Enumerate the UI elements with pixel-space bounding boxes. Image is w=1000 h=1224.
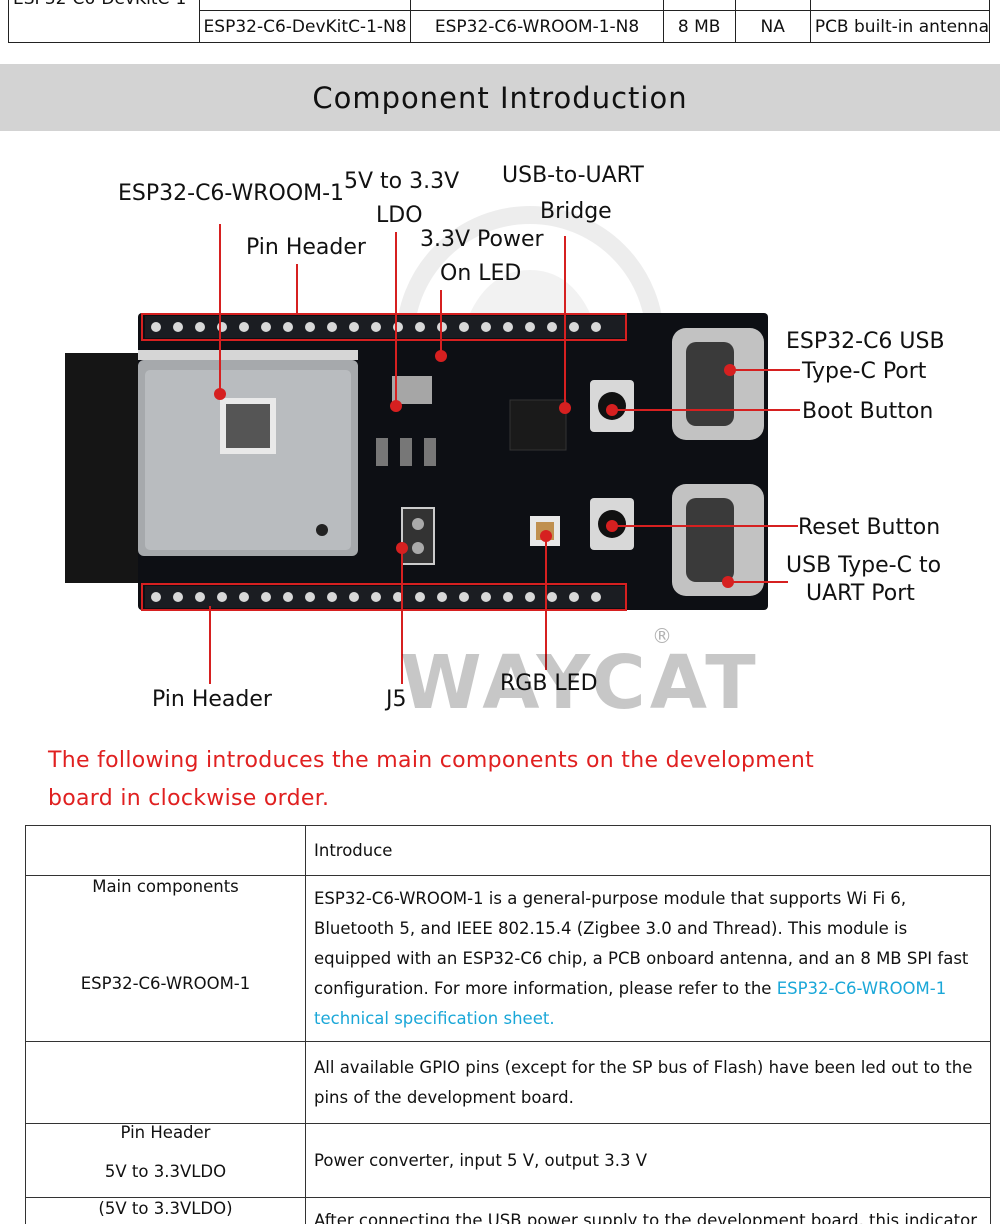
dot-uart-port bbox=[722, 576, 734, 588]
dot-usb-port bbox=[724, 364, 736, 376]
label-ldo-2: LDO bbox=[376, 203, 423, 228]
row1-module-name: ESP32-C6-WROOM-1 bbox=[80, 974, 251, 993]
board-name-cell: ESP32-C6-DevKitC-1 bbox=[8, 0, 200, 43]
row2-name-cell bbox=[25, 1041, 306, 1124]
psram-cell: NA bbox=[734, 10, 811, 43]
row4-name: (5V to 3.3VLDO) bbox=[98, 1199, 233, 1218]
row3-desc: Power converter, input 5 V, output 3.3 V bbox=[305, 1123, 991, 1198]
board-diagram: ESP32-C6-WROOM-1 5V to 3.3V LDO USB-to-U… bbox=[0, 140, 1000, 720]
label-usb-port-1: ESP32-C6 USB bbox=[786, 329, 945, 354]
row1-desc-cell: ESP32-C6-WROOM-1 is a general-purpose mo… bbox=[305, 875, 991, 1042]
leader-j5 bbox=[401, 548, 403, 684]
leader-usb-port bbox=[730, 369, 800, 371]
row1-name-cell: Main components ESP32-C6-WROOM-1 bbox=[25, 875, 306, 1042]
dot-j5 bbox=[396, 542, 408, 554]
leader-rgb bbox=[545, 536, 547, 670]
intro-line-1: The following introduces the main compon… bbox=[48, 748, 814, 773]
antenna-cell: PCB built-in antenna bbox=[809, 10, 991, 43]
leader-power-led bbox=[440, 290, 442, 354]
leader-ldo bbox=[395, 232, 397, 402]
component-table: Introduce Main components ESP32-C6-WROOM… bbox=[25, 825, 991, 1224]
leader-reset bbox=[612, 525, 798, 527]
dot-wroom bbox=[214, 388, 226, 400]
label-usb-port-2: Type-C Port bbox=[802, 359, 927, 384]
label-uart-port-1: USB Type-C to bbox=[786, 553, 942, 578]
intro-line-2: board in clockwise order. bbox=[48, 786, 330, 811]
dot-ldo bbox=[390, 400, 402, 412]
leader-bridge bbox=[564, 236, 566, 406]
leader-uart-port bbox=[728, 581, 788, 583]
dot-rgb bbox=[540, 530, 552, 542]
row3-name-1: Pin Header bbox=[120, 1123, 211, 1142]
label-power-led-1: 3.3V Power bbox=[420, 227, 544, 252]
leader-pin-header-top bbox=[296, 264, 298, 314]
label-power-led-2: On LED bbox=[440, 261, 522, 286]
label-j5: J5 bbox=[386, 687, 407, 712]
label-uart-port-2: UART Port bbox=[806, 581, 915, 606]
section-banner: Component Introduction bbox=[0, 64, 1000, 131]
row4-desc: After connecting the USB power supply to… bbox=[305, 1197, 991, 1224]
label-pin-header-bottom: Pin Header bbox=[152, 687, 272, 712]
module-cell: ESP32-C6-WROOM-1-N8 bbox=[410, 10, 664, 43]
wroom-spec-link[interactable]: ESP32-C6-WROOM-1 technical specification… bbox=[314, 978, 947, 1028]
label-bridge-2: Bridge bbox=[540, 199, 612, 224]
label-reset: Reset Button bbox=[798, 515, 941, 540]
dot-boot bbox=[606, 404, 618, 416]
row3-name-cell: Pin Header 5V to 3.3VLDO bbox=[25, 1123, 306, 1198]
label-bridge-1: USB-to-UART bbox=[502, 163, 644, 188]
label-wroom: ESP32-C6-WROOM-1 bbox=[118, 181, 345, 206]
dot-reset bbox=[606, 520, 618, 532]
row1-main-label: Main components bbox=[92, 877, 239, 896]
leader-boot bbox=[612, 409, 800, 411]
header-blank-cell bbox=[25, 825, 306, 876]
header-introduce: Introduce bbox=[305, 825, 991, 876]
dot-power-led bbox=[435, 350, 447, 362]
ordering-code-cell: ESP32-C6-DevKitC-1-N8 bbox=[198, 10, 412, 43]
watermark-registered-mark: ® bbox=[652, 624, 672, 648]
section-title: Component Introduction bbox=[312, 80, 688, 115]
label-boot: Boot Button bbox=[802, 399, 934, 424]
intro-text: The following introduces the main compon… bbox=[48, 742, 868, 818]
row4-name-cell: (5V to 3.3VLDO) bbox=[25, 1197, 306, 1224]
row1-desc: ESP32-C6-WROOM-1 is a general-purpose mo… bbox=[314, 888, 969, 998]
leader-wroom bbox=[219, 224, 221, 394]
dot-bridge bbox=[559, 402, 571, 414]
label-pin-header-top: Pin Header bbox=[246, 235, 366, 260]
leader-pin-header-bottom bbox=[209, 606, 211, 684]
spec-table: ESP32-C6-DevKitC-1 ESP32-C6-DevKitC-1-N8… bbox=[8, 0, 991, 43]
row3-name-2: 5V to 3.3VLDO bbox=[104, 1162, 227, 1181]
dev-board-image bbox=[65, 313, 768, 611]
label-ldo-1: 5V to 3.3V bbox=[344, 169, 460, 194]
label-rgb: RGB LED bbox=[500, 671, 598, 696]
flash-cell: 8 MB bbox=[662, 10, 736, 43]
row2-desc: All available GPIO pins (except for the … bbox=[305, 1041, 991, 1124]
